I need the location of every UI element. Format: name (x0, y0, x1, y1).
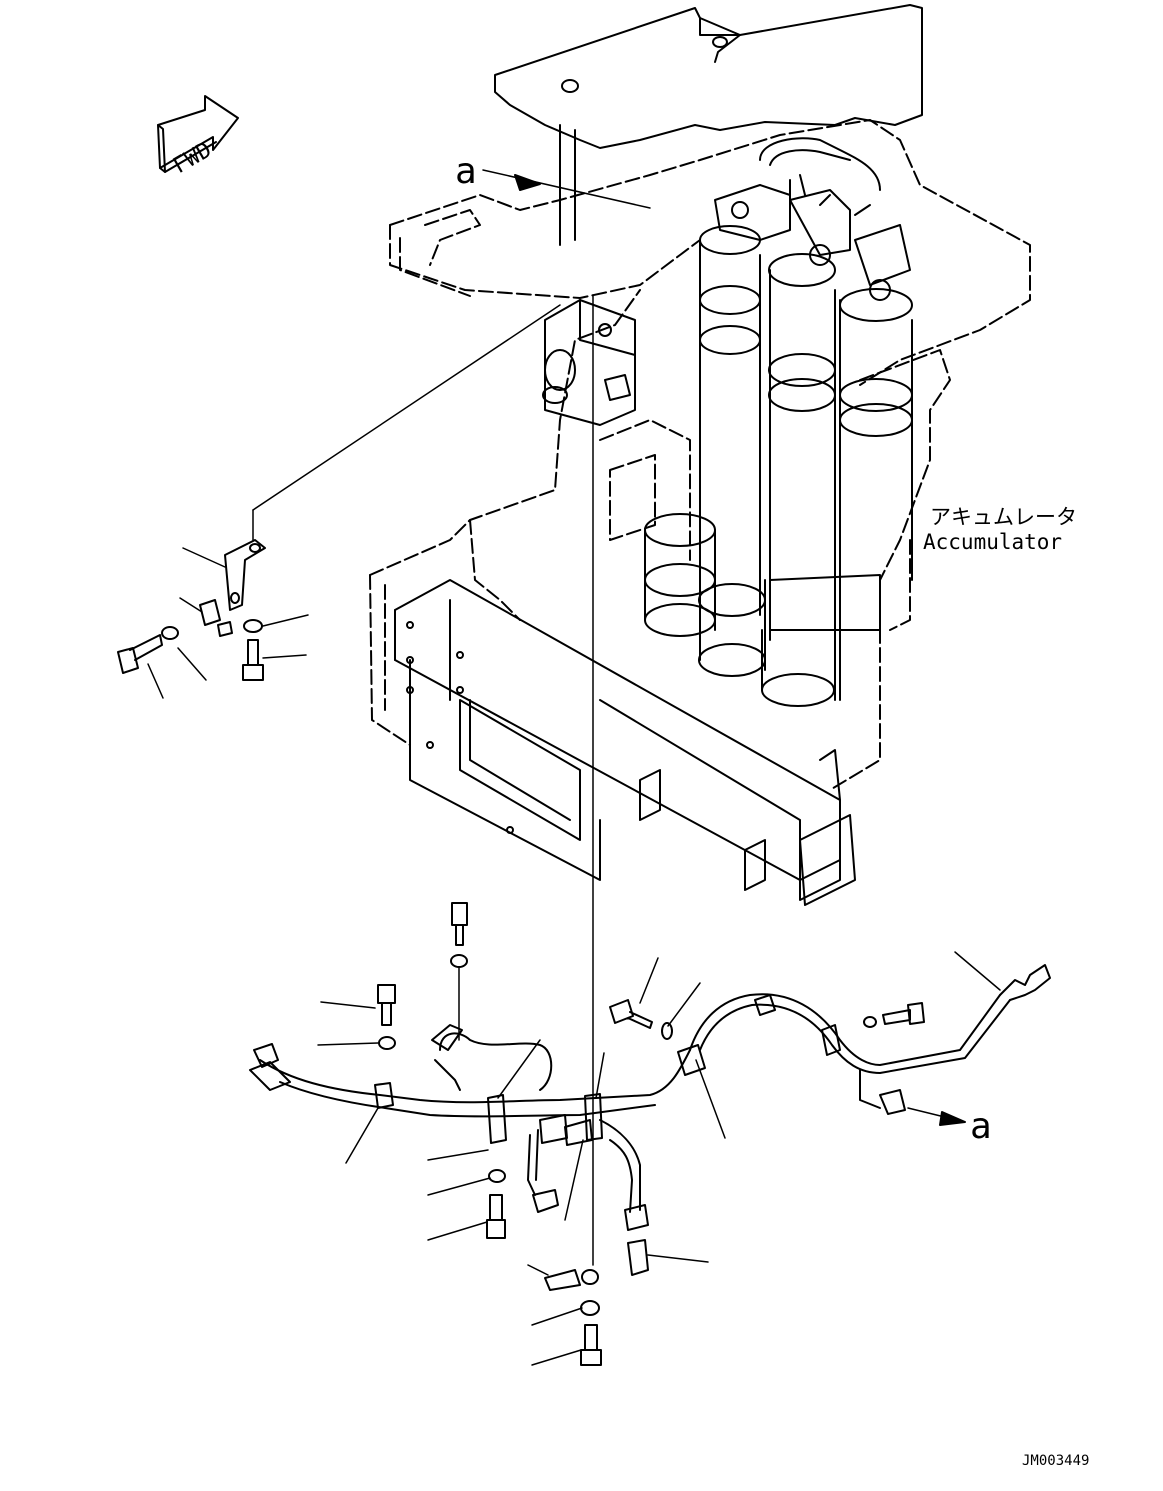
top-mounting-plate (494, 4, 923, 246)
callout-a-bottom-arrow (907, 1107, 966, 1126)
accumulator-label-jp: アキュムレータ (930, 505, 1077, 529)
callout-a-top-arrow (482, 169, 651, 209)
wiring-harness (249, 902, 1051, 1366)
drawing-number: JM003449 (1022, 1453, 1089, 1469)
fwd-direction-arrow-icon (157, 95, 239, 173)
callout-a-bottom-label: a (970, 1106, 992, 1147)
accumulator-label-en: Accumulator (923, 530, 1062, 554)
accumulator-3 (761, 288, 913, 707)
bracket-assembly (117, 304, 561, 699)
accumulator-2 (698, 253, 836, 681)
fwd-label: FWD (169, 138, 216, 180)
callout-a-top-label: a (455, 151, 477, 192)
upper-frame (369, 119, 1031, 746)
accumulator-1 (644, 225, 761, 637)
valve-block (714, 137, 911, 301)
lower-frame-plate (599, 349, 951, 791)
hydraulic-block (542, 299, 636, 426)
main-frame-block (394, 579, 856, 906)
